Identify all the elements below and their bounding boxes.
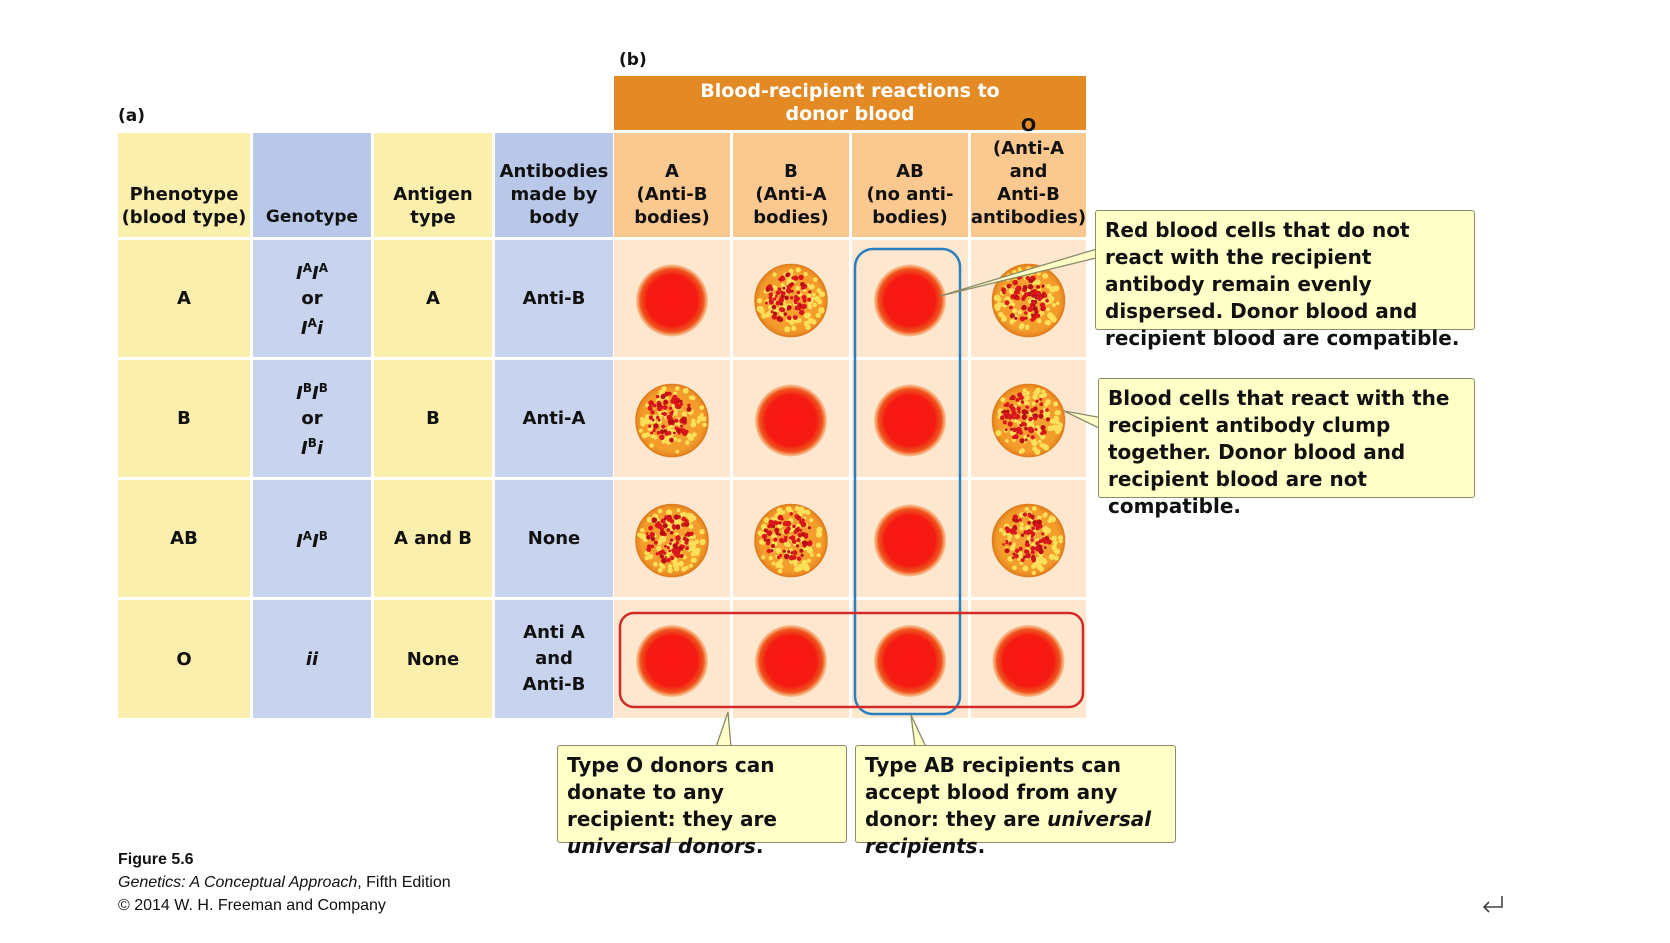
header-antibodies: Antibodies made by body xyxy=(495,133,613,237)
allele: i xyxy=(316,438,324,459)
figure-number: Figure 5.6 xyxy=(118,851,194,868)
genotype-cell: IAIA or IAi xyxy=(253,240,371,357)
compatible-callout: Red blood cells that do not react with t… xyxy=(1095,210,1475,350)
donor-header-o: O (Anti-A and Anti-B antibodies) xyxy=(971,115,1086,237)
phenotype-cell: B xyxy=(118,360,250,477)
allele: I xyxy=(296,530,303,552)
donor-header-b: B (Anti-A bodies) xyxy=(733,133,849,237)
allele-sup: B xyxy=(318,381,328,395)
dispersed-blood-drop xyxy=(755,625,827,697)
genotype-cell: ii xyxy=(253,600,371,718)
dispersed-blood-drop xyxy=(992,625,1065,697)
dispersed-blood-drop xyxy=(874,625,946,697)
book-title: Genetics: A Conceptual Approach xyxy=(118,874,358,891)
allele: I xyxy=(300,318,308,339)
genotype-cell: IBIB or IBi xyxy=(253,360,371,477)
dispersed-blood-drop xyxy=(636,264,708,337)
universal-donor-callout: Type O donors can donate to any recipien… xyxy=(557,745,847,858)
allele: I xyxy=(312,530,319,552)
allele: I xyxy=(296,383,303,404)
clumped-blood-drop xyxy=(991,263,1066,338)
phenotype-cell: AB xyxy=(118,480,250,597)
clumped-blood-drop xyxy=(991,383,1066,458)
dispersed-blood-drop xyxy=(874,504,946,577)
allele: i xyxy=(316,318,324,339)
dispersed-blood-drop xyxy=(755,384,827,457)
antigen-cell: None xyxy=(374,600,492,718)
callout-emphasis: universal donors xyxy=(567,834,756,858)
edition: , Fifth Edition xyxy=(357,874,451,891)
copyright: © 2014 W. H. Freeman and Company xyxy=(118,897,386,914)
callout-text: Type AB recipients can accept blood from… xyxy=(865,753,1121,831)
allele-sup: B xyxy=(302,381,312,395)
antibodies-cell: None xyxy=(495,480,613,597)
header-antigen: Antigen type xyxy=(374,133,492,237)
genotype-cell: IAIB xyxy=(253,480,371,597)
callout-text: . xyxy=(977,834,986,858)
clumped-blood-drop xyxy=(754,263,828,338)
allele-sup: A xyxy=(318,261,328,275)
return-arrow-icon xyxy=(1482,896,1503,913)
phenotype-cell: O xyxy=(118,600,250,718)
header-phenotype: Phenotype (blood type) xyxy=(118,133,250,237)
callout-pointer xyxy=(910,714,928,748)
allele: I xyxy=(312,383,319,404)
antigen-cell: A and B xyxy=(374,480,492,597)
clumped-blood-drop xyxy=(635,503,709,578)
donor-header-ab: AB (no anti- bodies) xyxy=(852,133,968,237)
allele-sup: A xyxy=(302,528,313,543)
reactions-banner: Blood-recipient reactions to donor blood xyxy=(614,76,1086,130)
figure-caption: Figure 5.6 Genetics: A Conceptual Approa… xyxy=(118,848,451,917)
callout-text: . xyxy=(755,834,764,858)
universal-recipient-callout: Type AB recipients can accept blood from… xyxy=(855,745,1176,858)
allele: I xyxy=(296,263,303,284)
allele: I xyxy=(300,438,308,459)
donor-header-a: A (Anti-B bodies) xyxy=(614,133,730,237)
callout-text: Type O donors can donate to any recipien… xyxy=(567,753,777,831)
phenotype-cell: A xyxy=(118,240,250,357)
allele-sup: A xyxy=(307,316,317,330)
header-genotype: Genotype xyxy=(253,133,371,237)
antigen-cell: B xyxy=(374,360,492,477)
dispersed-blood-drop xyxy=(636,625,708,697)
clumped-blood-drop xyxy=(635,383,709,458)
genotype-or: or xyxy=(301,408,323,429)
universal-donor-highlight xyxy=(618,611,1085,709)
allele-sup: B xyxy=(307,436,317,450)
dispersed-blood-drop xyxy=(874,264,946,337)
callout-emphasis: universal recipients xyxy=(865,807,1152,858)
incompatible-callout: Blood cells that react with the recipien… xyxy=(1098,378,1475,518)
panel-a-label: (a) xyxy=(118,106,146,126)
allele: ii xyxy=(305,648,319,670)
universal-recipient-highlight xyxy=(853,247,962,716)
allele: I xyxy=(312,263,319,284)
antigen-cell: A xyxy=(374,240,492,357)
genotype-or: or xyxy=(301,288,323,309)
panel-b-label: (b) xyxy=(619,50,647,70)
antibodies-cell: Anti-A xyxy=(495,360,613,477)
antibodies-cell: Anti A and Anti-B xyxy=(495,600,613,718)
clumped-blood-drop xyxy=(991,503,1066,578)
allele-sup: A xyxy=(302,261,312,275)
dispersed-blood-drop xyxy=(874,384,946,457)
antibodies-cell: Anti-B xyxy=(495,240,613,357)
allele-sup: B xyxy=(318,528,328,543)
clumped-blood-drop xyxy=(754,503,828,578)
